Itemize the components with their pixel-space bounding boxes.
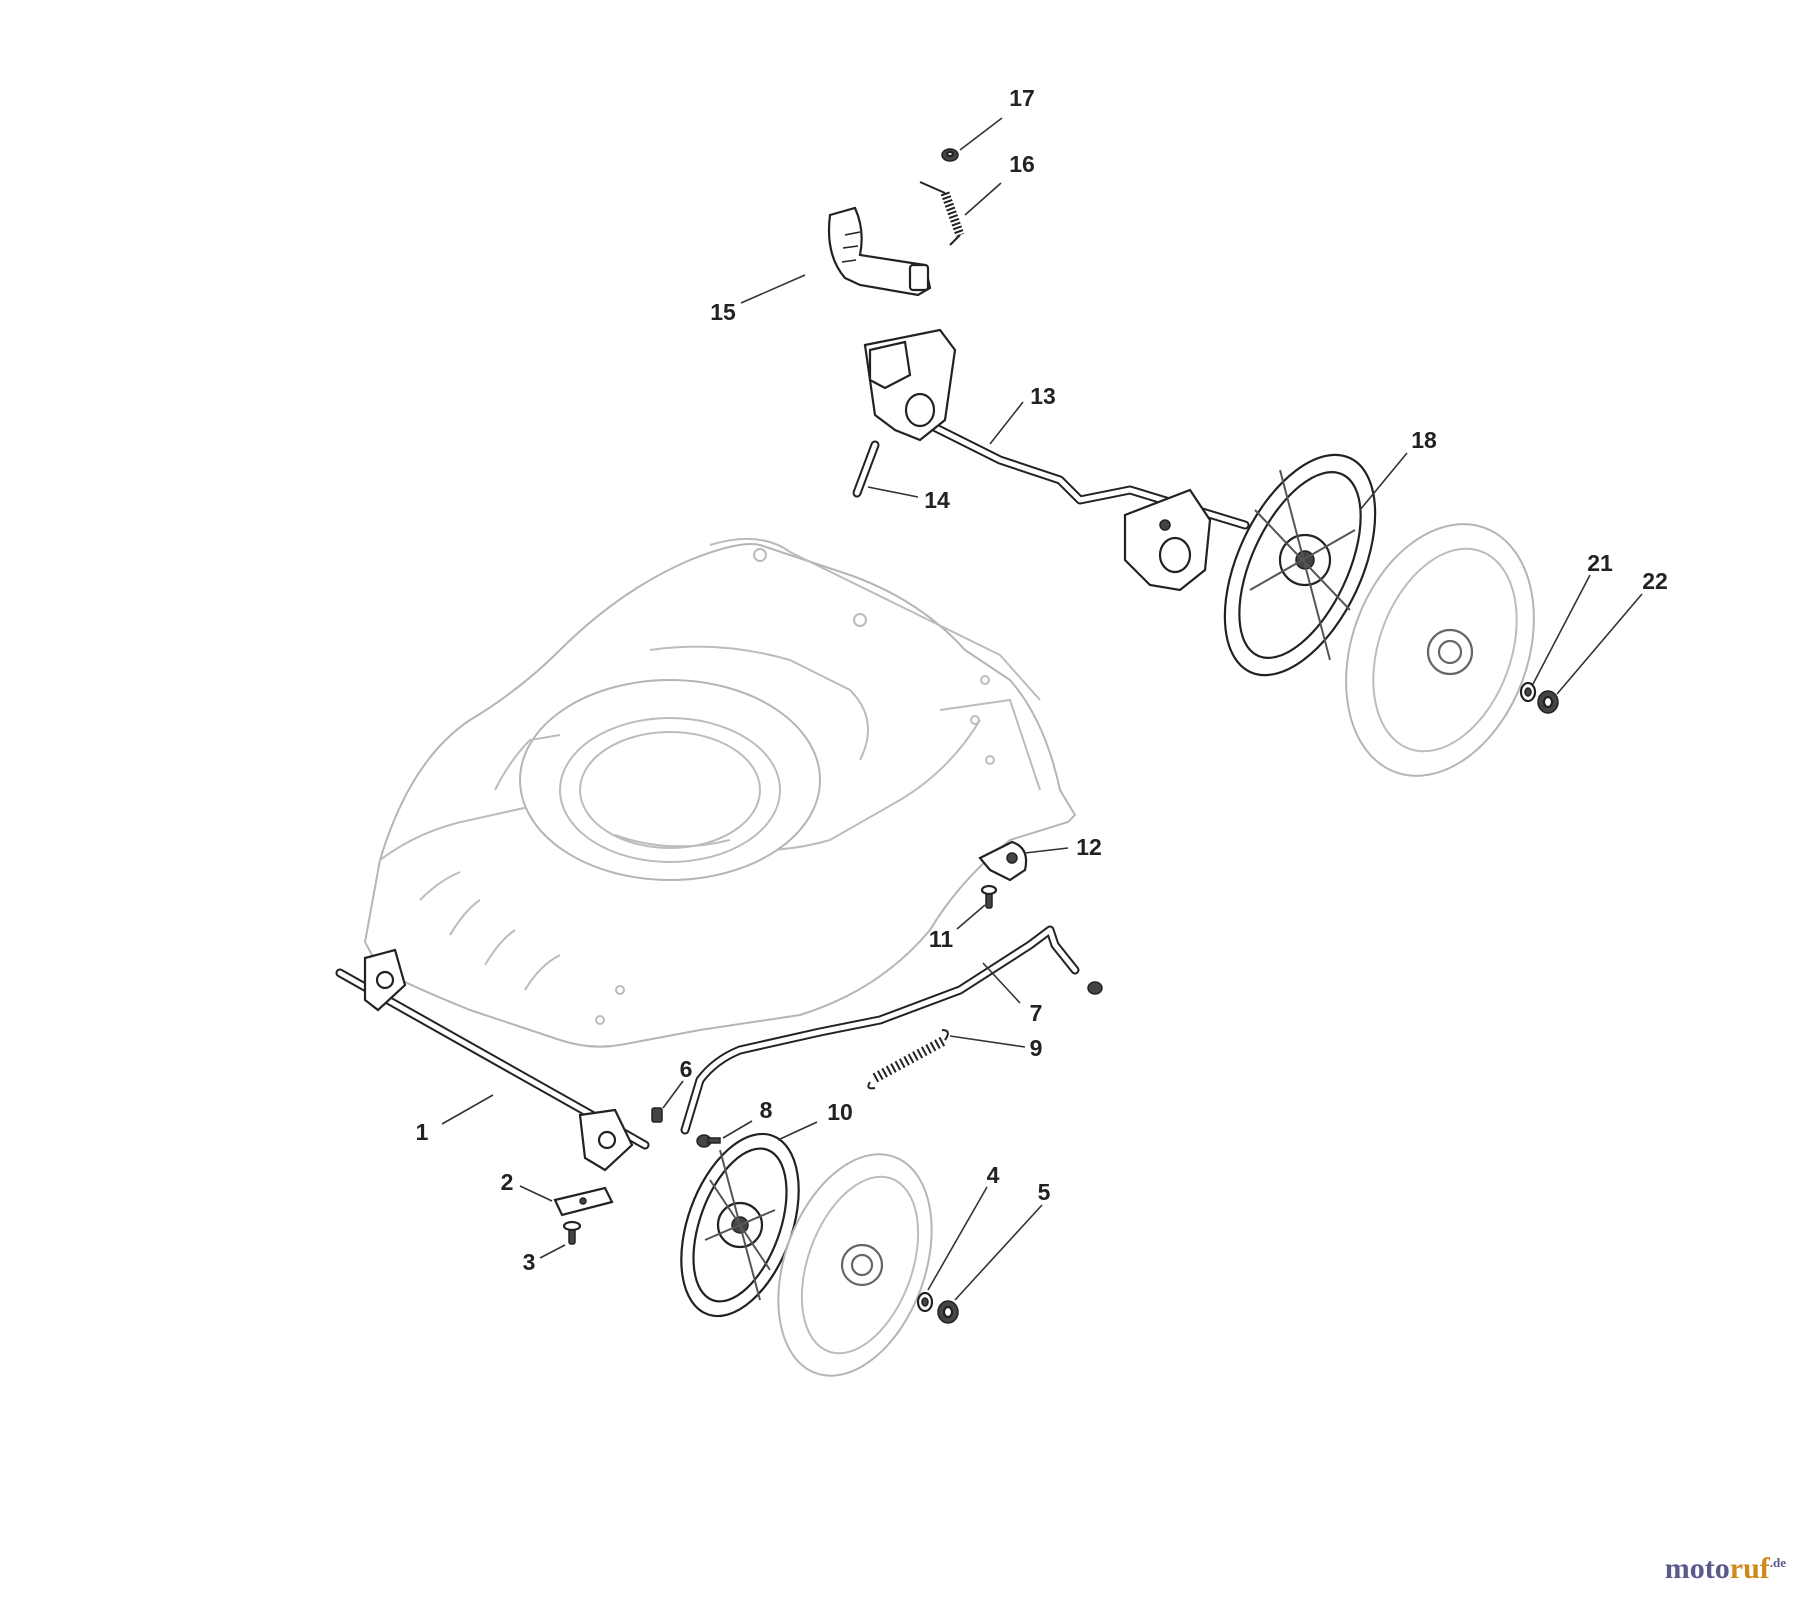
washer-part-21 (1519, 681, 1537, 703)
height-lever-part-7 (680, 925, 1080, 1135)
torsion-spring-part-16 (919, 181, 965, 246)
callout-21: 21 (1587, 550, 1613, 576)
callout-2: 2 (501, 1169, 514, 1195)
leader-8 (722, 1120, 753, 1139)
nut-part-17 (941, 148, 959, 162)
rear-axle-part-13 (863, 328, 1250, 592)
leader-15 (740, 274, 806, 304)
callout-12: 12 (1076, 834, 1102, 860)
clip-part-6 (651, 1107, 663, 1123)
mower-deck (363, 537, 1077, 1048)
front-wheel (777, 1153, 933, 1377)
callout-7: 7 (1030, 1000, 1043, 1026)
front-hubcap-part-10 (680, 1132, 800, 1318)
nut-part-5 (937, 1300, 959, 1324)
spring-part-9 (867, 1029, 949, 1090)
rear-wheel (1345, 523, 1535, 777)
nut-part-22 (1537, 690, 1559, 714)
callout-14: 14 (924, 487, 950, 513)
leader-16 (964, 182, 1002, 216)
leader-13 (989, 401, 1024, 445)
watermark-part-1: moto (1664, 1552, 1730, 1585)
leader-12 (1024, 847, 1069, 854)
pin-part-14 (852, 440, 880, 498)
callout-3: 3 (523, 1249, 536, 1275)
washer-part-4 (916, 1291, 934, 1313)
screw-part-3 (562, 1220, 582, 1245)
callouts: 1 2 3 4 5 6 7 8 9 10 11 12 13 14 15 16 1… (416, 85, 1668, 1275)
leader-lines (441, 117, 1643, 1301)
plate-part-2 (553, 1186, 614, 1217)
callout-18: 18 (1411, 427, 1437, 453)
watermark-part-2: ruf (1729, 1552, 1770, 1585)
leader-22 (1556, 593, 1643, 695)
callout-4: 4 (987, 1162, 1000, 1188)
leader-14 (867, 486, 919, 498)
leader-2 (519, 1185, 553, 1202)
callout-6: 6 (680, 1056, 693, 1082)
callout-13: 13 (1030, 383, 1056, 409)
callout-17: 17 (1009, 85, 1035, 111)
callout-5: 5 (1038, 1179, 1051, 1205)
callout-10: 10 (827, 1099, 853, 1125)
leader-9 (949, 1035, 1026, 1048)
leader-4 (927, 1186, 988, 1291)
front-axle-part-1 (335, 948, 650, 1172)
lever-end-screw (1087, 981, 1103, 995)
callout-8: 8 (760, 1097, 773, 1123)
leader-7 (982, 962, 1021, 1004)
callout-22: 22 (1642, 568, 1668, 594)
watermark-logo: motoruf.de (1665, 1552, 1786, 1586)
leader-5 (954, 1204, 1043, 1301)
callout-15: 15 (710, 299, 736, 325)
leader-11 (956, 904, 986, 930)
watermark-suffix: .de (1769, 1555, 1786, 1570)
callout-9: 9 (1030, 1035, 1043, 1061)
leader-10 (777, 1121, 818, 1141)
adjust-handle-part-15 (827, 206, 932, 297)
leader-3 (539, 1244, 566, 1259)
screw-part-11 (980, 884, 998, 909)
callout-11: 11 (929, 926, 954, 952)
callout-16: 16 (1009, 151, 1035, 177)
leader-1 (441, 1094, 494, 1125)
leader-17 (959, 117, 1003, 151)
rear-hubcap-part-18 (1223, 453, 1377, 677)
bolt-part-8 (696, 1134, 721, 1148)
leader-21 (1532, 574, 1591, 685)
leader-6 (662, 1080, 684, 1109)
callout-1: 1 (416, 1119, 429, 1145)
bracket-part-12 (978, 840, 1028, 882)
leader-18 (1359, 452, 1408, 511)
